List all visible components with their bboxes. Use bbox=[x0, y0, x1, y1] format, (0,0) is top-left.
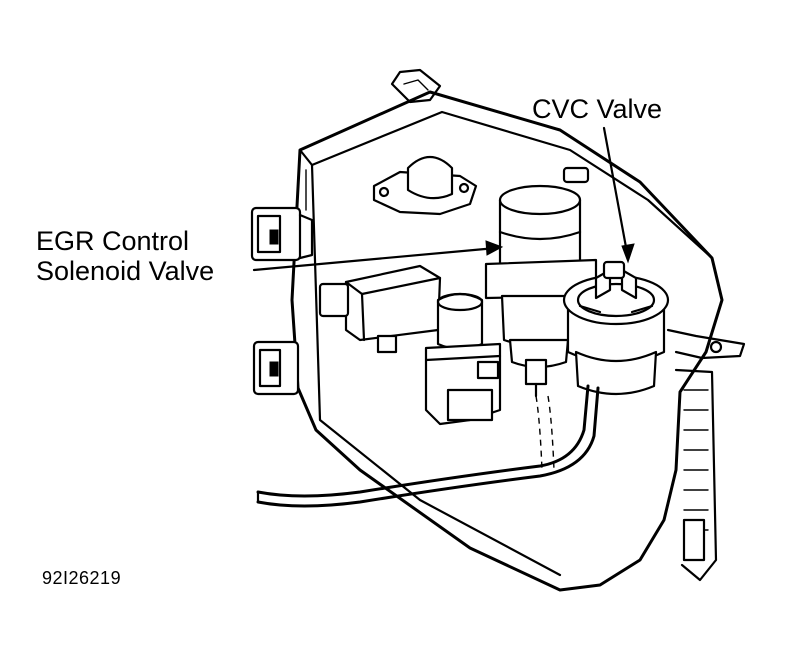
vacuum-hose bbox=[256, 384, 600, 508]
vacuum-switching-valve bbox=[424, 292, 502, 426]
top-diaphragm-fitting bbox=[372, 155, 478, 216]
egr-solenoid-label: EGR Control Solenoid Valve bbox=[36, 226, 214, 286]
cvc-valve-label: CVC Valve bbox=[532, 94, 663, 124]
egr-label-line1: EGR Control bbox=[36, 226, 190, 256]
cvc-valve bbox=[562, 260, 670, 396]
top-right-fitting bbox=[562, 166, 590, 184]
egr-label-line2: Solenoid Valve bbox=[36, 256, 215, 286]
cvc-valve-leader bbox=[602, 126, 635, 264]
figure-id: 92I26219 bbox=[42, 568, 122, 588]
lower-left-connector bbox=[252, 340, 300, 396]
hidden-hose bbox=[535, 395, 555, 471]
pressure-sensor bbox=[318, 264, 442, 354]
upper-left-connector bbox=[250, 206, 314, 262]
housing bbox=[290, 68, 746, 592]
egr-leader bbox=[252, 240, 504, 272]
